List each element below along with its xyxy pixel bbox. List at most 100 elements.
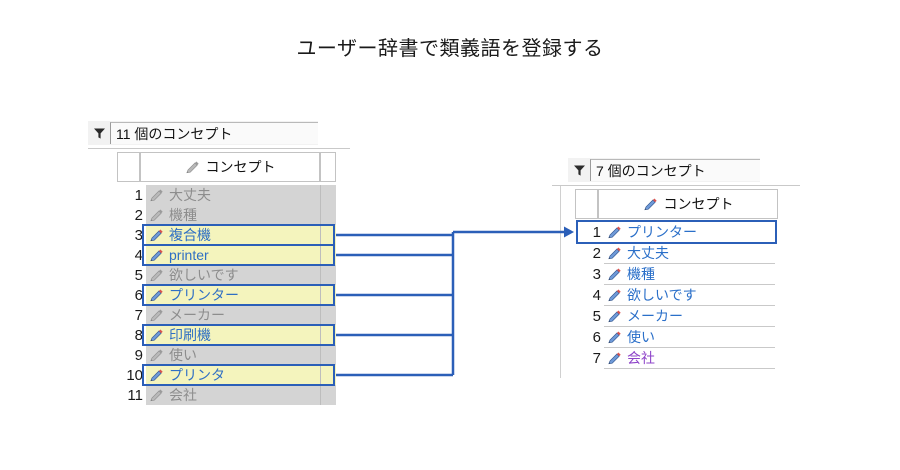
concept-cell-secondary[interactable] [320,285,336,305]
concept-label: 大丈夫 [627,245,669,261]
pencil-icon [149,328,164,343]
table-row[interactable]: 1 大丈夫 [117,185,336,205]
row-number: 2 [592,245,601,262]
table-row[interactable]: 2 大丈夫 [575,243,775,264]
concept-label: プリンタ [169,367,225,383]
pencil-icon [149,348,164,363]
left-column-header-label: コンセプト [205,159,276,175]
row-number: 1 [592,224,601,241]
concept-label: 使い [627,329,655,345]
left-filter-bar[interactable]: 11 個のコンセプト [88,121,318,145]
concept-cell-secondary[interactable] [320,345,336,365]
right-filter-count[interactable]: 7 個のコンセプト [590,159,760,181]
pencil-icon [185,160,200,175]
concept-cell[interactable]: 会社 [604,348,775,369]
concept-cell[interactable]: 使い [604,327,775,348]
concept-cell[interactable]: 大丈夫 [604,243,775,264]
concept-cell-secondary[interactable] [320,225,336,245]
concept-cell[interactable]: 使い [146,345,320,365]
concept-cell[interactable]: 複合機 [146,225,320,245]
right-filter-bar[interactable]: 7 個のコンセプト [568,158,760,182]
right-panel-divider [552,185,800,186]
table-row[interactable]: 10 プリンタ [117,365,336,385]
concept-label: プリンター [169,287,239,303]
concept-cell[interactable]: メーカー [146,305,320,325]
row-number: 7 [592,350,601,367]
concept-cell[interactable]: 機種 [604,264,775,285]
row-number: 10 [126,366,143,384]
concept-cell[interactable]: 機種 [146,205,320,225]
pencil-icon [607,309,622,324]
left-grid-head-extra [320,152,336,182]
concept-cell-secondary[interactable] [320,205,336,225]
table-row[interactable]: 4 欲しいです [575,285,775,306]
concept-cell-secondary[interactable] [320,325,336,345]
concept-label: メーカー [169,307,225,323]
pencil-icon [607,330,622,345]
table-row[interactable]: 5 メーカー [575,306,775,327]
table-row[interactable]: 7 会社 [575,348,775,369]
concept-cell-secondary[interactable] [320,385,336,405]
concept-cell[interactable]: 印刷機 [146,325,320,345]
pencil-icon [149,188,164,203]
concept-label: 会社 [169,387,197,403]
concept-cell-secondary[interactable] [320,185,336,205]
row-number: 7 [134,306,143,324]
concept-cell[interactable]: 欲しいです [604,285,775,306]
concept-cell-secondary[interactable] [320,305,336,325]
concept-cell[interactable]: プリンター [604,222,775,243]
left-panel-divider [88,148,350,149]
pencil-icon [149,268,164,283]
left-grid-corner [117,152,140,182]
filter-funnel-icon[interactable] [88,122,110,144]
concept-cell-secondary[interactable] [320,265,336,285]
concept-cell-secondary[interactable] [320,365,336,385]
concept-cell[interactable]: メーカー [604,306,775,327]
row-number: 8 [134,326,143,344]
table-row[interactable]: 6 プリンター [117,285,336,305]
row-number: 3 [592,266,601,283]
row-number: 4 [134,246,143,264]
table-row[interactable]: 7 メーカー [117,305,336,325]
filter-funnel-icon[interactable] [568,159,590,181]
concept-cell[interactable]: プリンタ [146,365,320,385]
concept-cell[interactable]: 会社 [146,385,320,405]
pencil-icon [607,267,622,282]
left-column-header[interactable]: コンセプト [140,152,320,182]
left-filter-count[interactable]: 11 個のコンセプト [110,122,318,144]
row-number: 2 [134,206,143,224]
concept-cell-secondary[interactable] [320,245,336,265]
row-number: 9 [134,346,143,364]
pencil-icon [149,288,164,303]
row-number: 1 [134,186,143,204]
table-row[interactable]: 6 使い [575,327,775,348]
concept-label: 会社 [627,350,655,366]
right-panel-edge-line [560,186,561,378]
right-column-header-label: コンセプト [663,196,734,212]
concept-cell[interactable]: プリンター [146,285,320,305]
concept-label: 印刷機 [169,327,211,343]
table-row[interactable]: 8 印刷機 [117,325,336,345]
concept-label: メーカー [627,308,683,324]
row-number: 6 [592,329,601,346]
row-number: 5 [592,308,601,325]
pencil-icon [643,197,658,212]
concept-cell[interactable]: printer [146,245,320,265]
pencil-icon [149,248,164,263]
concept-cell[interactable]: 大丈夫 [146,185,320,205]
row-number: 6 [134,286,143,304]
pencil-icon [149,208,164,223]
concept-label: 欲しいです [627,287,697,303]
concept-cell[interactable]: 欲しいです [146,265,320,285]
concept-label: 大丈夫 [169,187,211,203]
right-column-header[interactable]: コンセプト [598,189,778,219]
row-number: 4 [592,287,601,304]
